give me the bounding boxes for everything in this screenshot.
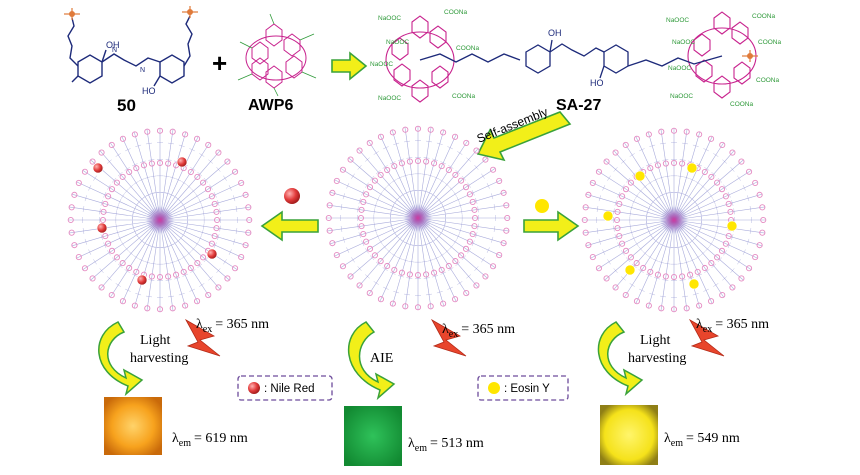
light-harvesting-curved-arrow-right xyxy=(597,321,644,397)
sa27-complex-structure xyxy=(385,11,758,103)
coona-label: COONa xyxy=(730,101,754,108)
reaction-arrow-right xyxy=(331,51,368,81)
emission-label-middle: λem= 513 nm xyxy=(408,436,484,454)
nile-red-legend-dot-icon xyxy=(248,382,260,394)
nanoparticle-eosin-loaded xyxy=(581,127,767,313)
aie-curved-arrow xyxy=(347,321,396,401)
uv-lightning-icon-right xyxy=(688,318,725,357)
orange-emission-sample xyxy=(104,397,162,455)
guest-dye-dot xyxy=(688,278,700,290)
excitation-label-left: λex= 365 nm xyxy=(196,317,269,335)
light-harvesting-curved-arrow-left xyxy=(98,321,144,397)
coona-label: COONa xyxy=(444,9,468,16)
eosin-legend-dot-icon xyxy=(488,382,500,394)
naooc-label: NaOOC xyxy=(668,65,691,72)
guest-dye-dot xyxy=(136,274,148,286)
awp6-side-chains xyxy=(237,13,317,97)
coona-label: COONa xyxy=(456,45,480,52)
light-harvesting-label-right-line1: Light xyxy=(640,333,670,348)
plus-sign: + xyxy=(212,48,227,78)
ho-label-sa27: HO xyxy=(590,78,604,88)
ammonium-left-icon xyxy=(64,8,80,20)
n-label-50b: N xyxy=(140,67,145,74)
aie-label: AIE xyxy=(370,351,393,366)
sa27-sodium-carboxylate-labels: NaOOC COONa NaOOC COONa NaOOC NaOOC COON… xyxy=(370,9,782,108)
guest-dye-dot xyxy=(634,170,646,182)
self-assembly-arrow xyxy=(476,111,572,162)
naooc-label: NaOOC xyxy=(370,61,393,68)
n-label-50a: N xyxy=(112,47,117,54)
nanoparticle-aie xyxy=(325,125,511,311)
ho-label-50: HO xyxy=(142,86,156,96)
emission-label-right: λem= 549 nm xyxy=(664,431,740,449)
guest-dye-dot xyxy=(602,210,614,222)
eosin-legend: : Eosin Y xyxy=(477,375,569,401)
coona-label: COONa xyxy=(752,13,776,20)
naooc-label: NaOOC xyxy=(670,93,693,100)
naooc-label: NaOOC xyxy=(672,39,695,46)
guest-dye-dot xyxy=(96,222,108,234)
nanoparticle-nile-red-loaded xyxy=(67,127,253,313)
light-harvesting-label-left-line1: Light xyxy=(140,333,170,348)
guest-dye-dot xyxy=(624,264,636,276)
awp6-label: AWP6 xyxy=(248,97,293,114)
eosin-dot-icon xyxy=(535,199,549,213)
green-emission-sample xyxy=(344,406,402,466)
sa27-label: SA-27 xyxy=(556,97,601,114)
guest-dye-dot xyxy=(92,162,104,174)
yellow-emission-sample xyxy=(600,405,658,465)
compound-50-structure xyxy=(67,15,193,87)
emission-label-left: λem= 619 nm xyxy=(172,431,248,449)
ammonium-right-icon xyxy=(182,6,198,18)
uv-lightning-icon-left xyxy=(184,318,221,357)
coona-label: COONa xyxy=(452,93,476,100)
naooc-label: NaOOC xyxy=(378,95,401,102)
arrow-to-eosin-assembly xyxy=(523,210,580,242)
guest-dye-dot xyxy=(686,162,698,174)
coona-label: COONa xyxy=(756,77,780,84)
nile-red-dot-icon xyxy=(284,188,300,204)
nile-red-legend-label: : Nile Red xyxy=(264,383,315,395)
naooc-label: NaOOC xyxy=(378,15,401,22)
naooc-label: NaOOC xyxy=(666,17,689,24)
ammonium-sa27-icon xyxy=(742,50,758,62)
guest-dye-dot xyxy=(176,156,188,168)
guest-dye-dot xyxy=(726,220,738,232)
awp6-macrocycle-structure xyxy=(245,23,307,89)
coona-label: COONa xyxy=(758,39,782,46)
light-harvesting-label-left-line2: harvesting xyxy=(130,351,188,366)
light-harvesting-label-right-line2: harvesting xyxy=(628,351,686,366)
arrow-to-nile-red-assembly xyxy=(260,210,319,242)
excitation-label-middle: λex= 365 nm xyxy=(442,322,515,340)
guest-dye-dot xyxy=(206,248,218,260)
nile-red-legend: : Nile Red xyxy=(237,375,333,401)
uv-lightning-icon-middle xyxy=(430,318,467,357)
oh-label-50: OH xyxy=(106,40,120,50)
naooc-label: NaOOC xyxy=(386,39,409,46)
eosin-legend-label: : Eosin Y xyxy=(504,383,550,395)
oh-label-sa27: OH xyxy=(548,28,562,38)
compound-50-label: 50 xyxy=(117,96,136,115)
excitation-label-right: λex= 365 nm xyxy=(696,317,769,335)
